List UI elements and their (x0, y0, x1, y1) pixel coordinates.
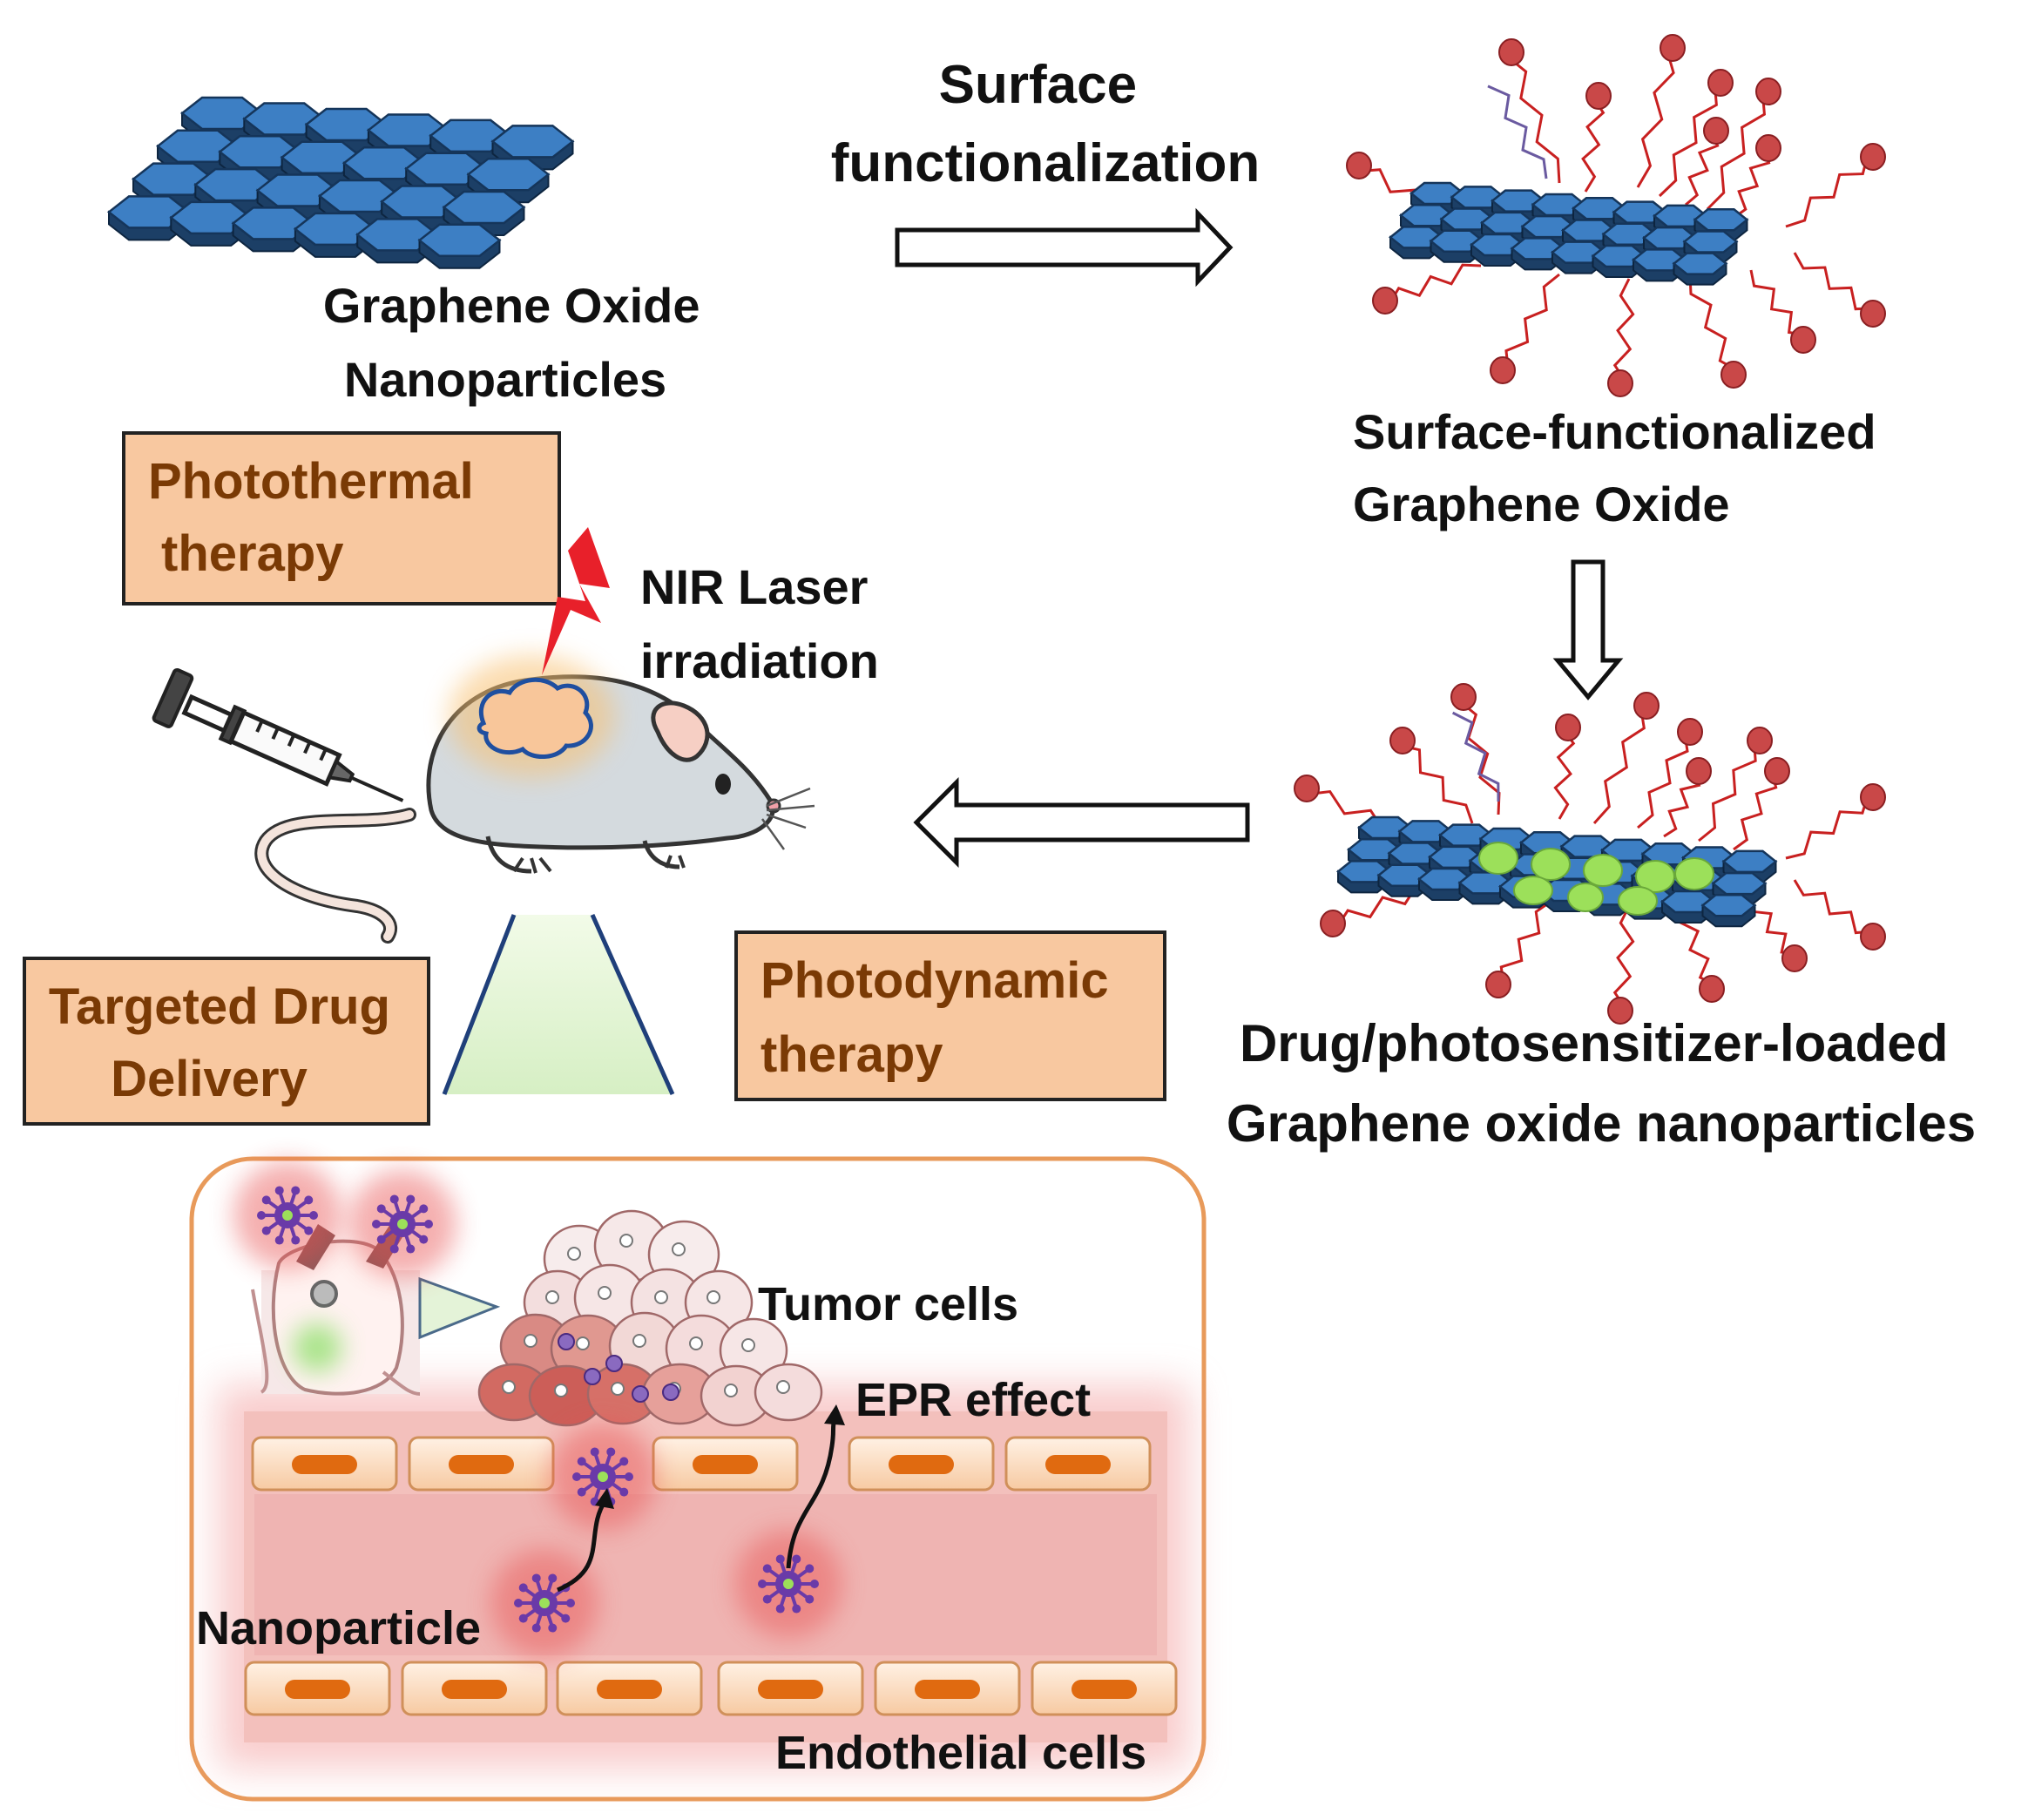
laser-bolt-icon (542, 527, 610, 675)
label-nanoparticle: Nanoparticle (196, 1602, 481, 1654)
nanoparticle-icon (348, 1170, 456, 1278)
label-drug-loaded-go: Drug/photosensitizer-loaded Graphene oxi… (1227, 1014, 1976, 1153)
path-arrow-2 (786, 1417, 837, 1569)
label-endothelial-cells: Endothelial cells (775, 1727, 1146, 1779)
graphene-sheet-icon (106, 96, 575, 269)
epr-inset (189, 1156, 1207, 1802)
tumor-cluster-icon (477, 1209, 823, 1427)
label-graphene-oxide-nanoparticles: Graphene Oxide Nanoparticles (323, 278, 713, 407)
arrow-right-icon (895, 207, 1234, 288)
nanoparticle-icon (734, 1530, 842, 1638)
label-nir-laser: NIR Laser irradiation (640, 559, 882, 688)
label-targeted-drug: Targeted Drug Delivery (49, 978, 404, 1107)
endothelial-cell-icon (244, 1436, 1178, 1716)
nanoparticle-icon (490, 1549, 598, 1657)
syringe-icon (152, 668, 404, 802)
nanoparticle-icon (233, 1161, 341, 1269)
label-photodynamic: Photodynamic therapy (760, 952, 1123, 1083)
nanoparticle-icon (549, 1423, 657, 1531)
label-epr-effect: EPR effect (855, 1374, 1091, 1426)
photodynamic-box (734, 930, 1166, 1101)
mouse-icon (254, 655, 815, 944)
loaded-sheet-icon (1294, 683, 1886, 1025)
path-arrow-1 (557, 1499, 608, 1593)
arrow-down-icon (1552, 559, 1624, 700)
label-surface-functionalized-go: Surface-functionalized Graphene Oxide (1353, 404, 1889, 531)
label-photothermal: Photothermal therapy (148, 453, 488, 582)
photothermal-box (122, 431, 561, 606)
functionalized-sheet-icon (1346, 34, 1886, 397)
targeted-drug-box (23, 957, 430, 1126)
label-surface-functionalization: Surface functionalization (831, 55, 1261, 193)
light-beam (444, 915, 673, 1094)
arrow-left-icon (913, 776, 1250, 869)
label-tumor-cells: Tumor cells (758, 1278, 1018, 1330)
